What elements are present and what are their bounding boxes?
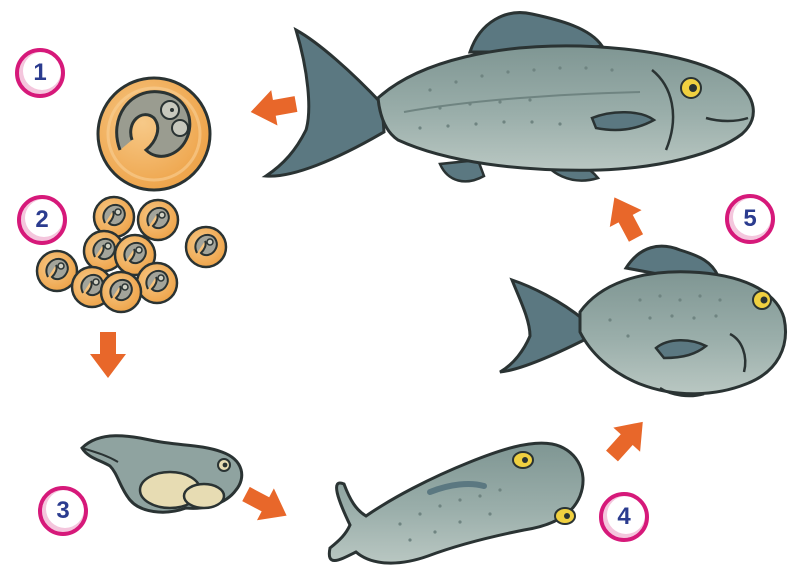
fry-icon xyxy=(329,443,583,563)
arrow-icon xyxy=(90,332,126,378)
stage-badge-4: 4 xyxy=(599,492,649,542)
stage-number: 1 xyxy=(33,59,46,87)
juvenile-fish-icon xyxy=(500,246,785,396)
stage-badge-2: 2 xyxy=(17,195,67,245)
adult-fish-icon xyxy=(266,13,753,182)
hatchling-icon xyxy=(82,436,242,512)
stage-number: 3 xyxy=(56,497,69,525)
stage-number: 4 xyxy=(617,503,630,531)
stage-number: 2 xyxy=(35,206,48,234)
egg-icon xyxy=(98,78,210,190)
arrow-icon xyxy=(599,410,657,468)
stage-badge-1: 1 xyxy=(15,48,65,98)
arrow-icon xyxy=(248,86,300,129)
stage-badge-5: 5 xyxy=(725,194,775,244)
stage-badge-3: 3 xyxy=(38,486,88,536)
stage-number: 5 xyxy=(743,205,756,233)
arrow-icon xyxy=(599,189,652,247)
arrow-icon xyxy=(238,478,296,531)
